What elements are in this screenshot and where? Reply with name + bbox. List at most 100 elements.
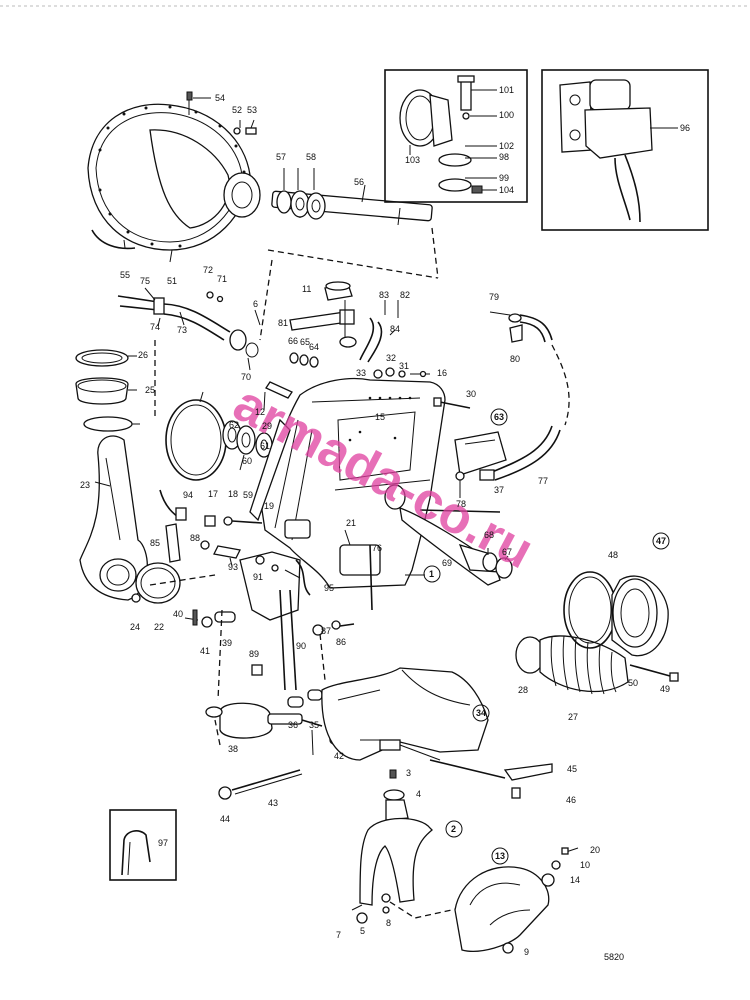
- part-label-73: 73: [177, 325, 187, 335]
- part-label-99: 99: [499, 173, 509, 183]
- part-label-72: 72: [203, 265, 213, 275]
- part-label-85: 85: [150, 538, 160, 548]
- part-label-25: 25: [145, 385, 155, 395]
- part-label-9: 9: [524, 947, 529, 957]
- part-label-30: 30: [466, 389, 476, 399]
- bearings-60-61: [222, 420, 273, 471]
- o-ring-48: [165, 391, 227, 481]
- flange-47: [563, 571, 679, 682]
- part-label-23: 23: [80, 480, 90, 490]
- part-label-38: 38: [228, 744, 238, 754]
- part-label-47: 47: [656, 536, 666, 546]
- part-label-5: 5: [360, 926, 365, 936]
- part-label-49: 49: [660, 684, 670, 694]
- drive-fork: [351, 769, 433, 924]
- part-label-101: 101: [499, 85, 514, 95]
- part-label-circle-2: [445, 820, 463, 838]
- part-label-100: 100: [499, 110, 514, 120]
- part-label-86: 86: [336, 637, 346, 647]
- part-label-83: 83: [379, 290, 389, 300]
- part-label-11: 11: [302, 284, 311, 294]
- part-label-39: 39: [222, 638, 232, 648]
- part-label-84: 84: [390, 324, 400, 334]
- part-label-35: 35: [309, 720, 319, 730]
- exhaust-bellows: [75, 349, 181, 604]
- part-label-94: 94: [183, 490, 193, 500]
- part-label-13: 13: [495, 851, 505, 861]
- part-label-74: 74: [150, 322, 160, 332]
- part-label-68: 68: [484, 530, 494, 540]
- part-label-circle-1: [423, 565, 441, 583]
- part-label-29: 29: [262, 421, 272, 431]
- part-label-52: 52: [232, 105, 242, 115]
- part-label-19: 19: [264, 501, 274, 511]
- part-label-69: 69: [442, 558, 452, 568]
- part-label-circle-13: [491, 847, 509, 865]
- upper-gear-housing: [321, 667, 489, 761]
- inset-box-actuator: [541, 69, 709, 231]
- part-label-26: 26: [138, 350, 148, 360]
- part-label-27: 27: [568, 712, 578, 722]
- shift-mechanism: [239, 551, 311, 621]
- part-label-76: 76: [372, 543, 382, 553]
- part-label-36: 36: [288, 720, 298, 730]
- part-label-67: 67: [502, 547, 512, 557]
- small-plugs: [289, 352, 319, 368]
- part-label-60: 60: [242, 456, 252, 466]
- part-label-54: 54: [215, 93, 225, 103]
- part-label-58: 58: [306, 152, 316, 162]
- steering-fittings: [289, 281, 399, 363]
- part-label-32: 32: [386, 353, 396, 363]
- part-label-80: 80: [510, 354, 520, 364]
- part-label-95: 95: [324, 583, 334, 593]
- part-label-3: 3: [406, 768, 411, 778]
- part-label-18: 18: [228, 489, 238, 499]
- part-label-circle-47: [652, 532, 670, 550]
- part-label-103: 103: [405, 155, 420, 165]
- part-label-66: 66: [288, 336, 298, 346]
- part-label-50: 50: [628, 678, 638, 688]
- bracket-85: [165, 523, 241, 567]
- part-label-46: 46: [566, 795, 576, 805]
- part-label-102: 102: [499, 141, 514, 151]
- part-label-87: 87: [321, 626, 331, 636]
- part-label-98: 98: [499, 152, 509, 162]
- part-label-circle-34: [472, 704, 490, 722]
- part-label-89: 89: [249, 649, 259, 659]
- part-label-90: 90: [296, 641, 306, 651]
- part-label-6: 6: [253, 299, 258, 309]
- part-label-circle-63: [490, 408, 508, 426]
- part-label-4: 4: [416, 789, 421, 799]
- part-label-56: 56: [354, 177, 364, 187]
- part-label-53: 53: [247, 105, 257, 115]
- part-label-78: 78: [456, 499, 466, 509]
- part-label-14: 14: [570, 875, 580, 885]
- part-label-40: 40: [173, 609, 183, 619]
- bolts-17-19: [159, 489, 263, 527]
- part-label-48: 48: [608, 550, 618, 560]
- water-hose: [455, 311, 570, 498]
- inset-box-clip: [109, 809, 177, 881]
- part-label-8: 8: [386, 918, 391, 928]
- lower-cover-13: [454, 847, 579, 954]
- drawing-number: 5820: [604, 952, 624, 962]
- rubber-bellows: [515, 635, 629, 695]
- part-label-77: 77: [538, 476, 548, 486]
- part-label-59: 59: [243, 490, 253, 500]
- fitting-67-69: [458, 543, 513, 579]
- transom-shield: [261, 377, 501, 589]
- part-label-1: 1: [429, 569, 434, 579]
- part-label-15: 15: [375, 412, 385, 422]
- part-label-96: 96: [680, 123, 690, 133]
- part-label-12: 12: [255, 407, 265, 417]
- part-label-45: 45: [567, 764, 577, 774]
- part-label-51: 51: [167, 276, 177, 286]
- part-label-28: 28: [518, 685, 528, 695]
- bell-housing: [87, 103, 261, 251]
- part-label-7: 7: [336, 930, 341, 940]
- part-label-16: 16: [437, 368, 447, 378]
- part-label-41: 41: [200, 646, 210, 656]
